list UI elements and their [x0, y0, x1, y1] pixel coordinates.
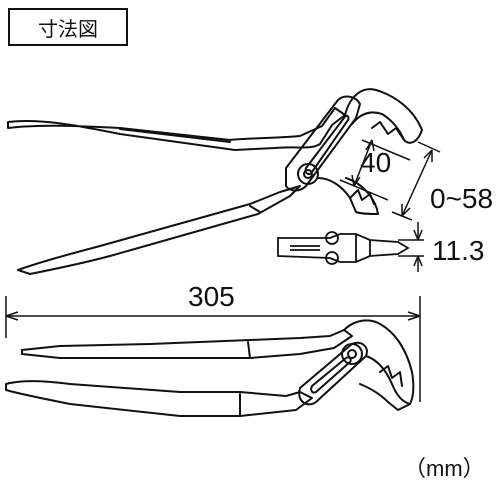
- thickness-label: 11.3: [432, 235, 484, 266]
- closed-jaw-teeth: [379, 365, 403, 387]
- closed-lower-jaw: [359, 383, 411, 411]
- side-bolt-bottom: [325, 251, 339, 265]
- closed-pivot-bolt: [341, 343, 363, 365]
- adjust-slot: [304, 114, 350, 176]
- side-bolt-top: [325, 231, 339, 245]
- pliers-side-view: [277, 231, 410, 265]
- upper-jaw-teeth: [371, 121, 405, 141]
- closed-lower-handle: [5, 380, 313, 417]
- closed-adjust-slot: [310, 356, 352, 394]
- dim-overall-length: [5, 296, 421, 402]
- lower-handle-grip-line: [249, 205, 261, 213]
- lower-jaw-teeth: [349, 189, 375, 205]
- slot-plate: [285, 95, 361, 192]
- closed-upper-grip-line: [247, 341, 251, 359]
- dim-jaw-opening: [391, 141, 441, 221]
- upper-handle-grip-line: [119, 128, 231, 143]
- closed-pivot-bolt-inner: [347, 349, 357, 359]
- upper-handle: [7, 107, 346, 151]
- closed-jaw-head: [343, 319, 415, 405]
- closed-slot-plate: [298, 341, 368, 406]
- side-profile: [277, 233, 410, 263]
- jaw-width-label: 40: [360, 147, 391, 178]
- diagram-title: 寸法図: [8, 8, 128, 46]
- pivot-bolt-inner: [303, 169, 313, 179]
- dim-jaw-width: [339, 139, 411, 201]
- overall-length-label: 305: [188, 281, 235, 312]
- pliers-bottom-view: [5, 319, 415, 417]
- unit-label: （mm）: [404, 456, 485, 481]
- upper-jaw: [344, 88, 423, 144]
- lower-handle: [17, 185, 301, 275]
- dim-thickness: [398, 222, 424, 272]
- jaw-opening-label: 0~58: [430, 183, 493, 214]
- closed-upper-handle: [21, 329, 353, 359]
- pivot-bolt: [297, 163, 319, 185]
- pliers-top-view: [7, 88, 423, 275]
